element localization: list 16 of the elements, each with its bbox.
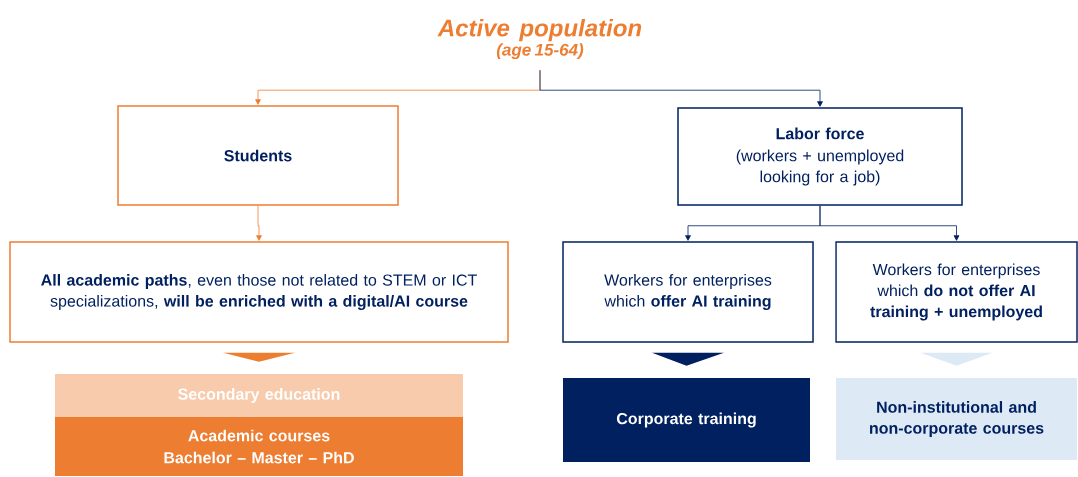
arrow <box>256 205 262 241</box>
chevron-arrow <box>920 352 993 366</box>
filled-box: Non-institutional and non-corporate courses <box>836 378 1077 460</box>
arrow <box>819 205 960 241</box>
chevron-arrow <box>223 352 295 362</box>
outlined-box: Students <box>117 105 399 206</box>
filled-box: Corporate training <box>563 378 810 462</box>
outlined-box: Workers for enterprises which offer AI training <box>562 241 814 343</box>
outlined-box: All academic paths, even those not related to STEM or ICT specializations, will be enriched with a digital/AI course <box>9 241 509 343</box>
chevron-arrow <box>652 352 724 366</box>
heading-text: Active population (age 15-64) <box>437 18 642 60</box>
outlined-box: Labor force (workers + unemployed looking for a job) <box>677 107 963 206</box>
filled-box: Academic courses Bachelor – Master – PhD <box>55 417 463 476</box>
outlined-box: Workers for enterprises which do not offer AI training + unemployed <box>835 241 1078 343</box>
filled-box: Secondary education <box>55 374 463 417</box>
arrow <box>539 69 823 107</box>
